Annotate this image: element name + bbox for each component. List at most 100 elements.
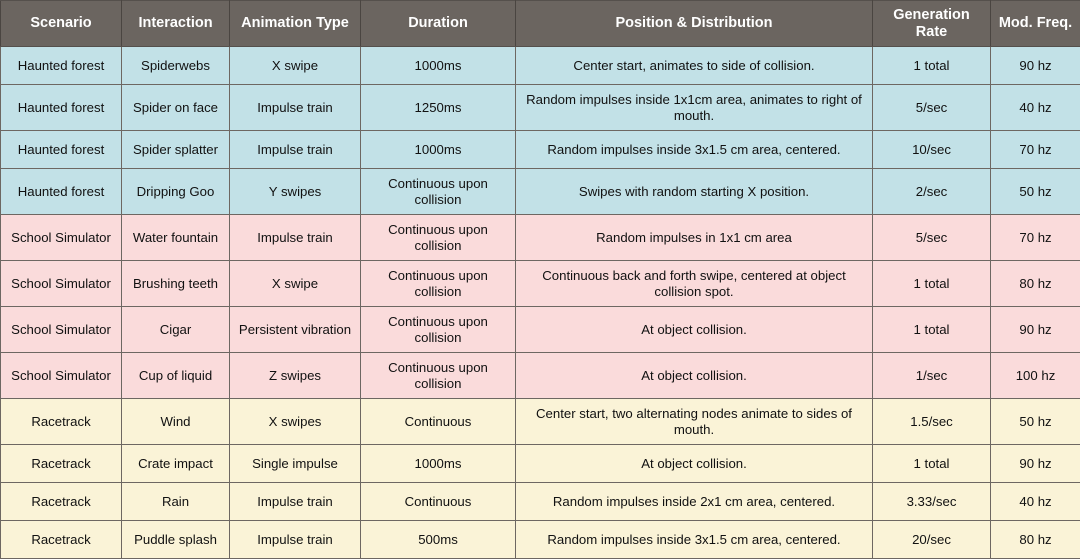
cell-animation: Impulse train <box>230 483 361 521</box>
cell-interaction: Water fountain <box>122 215 230 261</box>
cell-modfreq: 50 hz <box>991 169 1080 215</box>
cell-interaction: Spiderwebs <box>122 47 230 85</box>
cell-genrate: 1 total <box>873 307 991 353</box>
cell-animation: Single impulse <box>230 445 361 483</box>
column-header-genrate[interactable]: Generation Rate <box>873 1 991 47</box>
cell-interaction: Crate impact <box>122 445 230 483</box>
cell-animation: Impulse train <box>230 521 361 559</box>
cell-modfreq: 40 hz <box>991 85 1080 131</box>
cell-duration: Continuous upon collision <box>361 307 516 353</box>
cell-duration: Continuous upon collision <box>361 261 516 307</box>
cell-scenario: Haunted forest <box>1 85 122 131</box>
cell-interaction: Spider splatter <box>122 131 230 169</box>
cell-duration: 500ms <box>361 521 516 559</box>
cell-modfreq: 50 hz <box>991 399 1080 445</box>
cell-modfreq: 100 hz <box>991 353 1080 399</box>
cell-scenario: School Simulator <box>1 215 122 261</box>
cell-animation: Impulse train <box>230 85 361 131</box>
cell-position: Center start, two alternating nodes anim… <box>516 399 873 445</box>
cell-position: Random impulses inside 1x1cm area, anima… <box>516 85 873 131</box>
cell-position: Random impulses inside 2x1 cm area, cent… <box>516 483 873 521</box>
cell-scenario: Haunted forest <box>1 131 122 169</box>
cell-genrate: 1.5/sec <box>873 399 991 445</box>
cell-duration: 1000ms <box>361 131 516 169</box>
cell-genrate: 3.33/sec <box>873 483 991 521</box>
cell-position: Continuous back and forth swipe, centere… <box>516 261 873 307</box>
cell-position: Swipes with random starting X position. <box>516 169 873 215</box>
cell-interaction: Spider on face <box>122 85 230 131</box>
cell-interaction: Brushing teeth <box>122 261 230 307</box>
cell-genrate: 10/sec <box>873 131 991 169</box>
cell-scenario: School Simulator <box>1 307 122 353</box>
column-header-scenario[interactable]: Scenario <box>1 1 122 47</box>
cell-position: At object collision. <box>516 307 873 353</box>
cell-duration: Continuous <box>361 483 516 521</box>
cell-position: Random impulses inside 3x1.5 cm area, ce… <box>516 131 873 169</box>
cell-scenario: Haunted forest <box>1 47 122 85</box>
column-header-modfreq[interactable]: Mod. Freq. <box>991 1 1080 47</box>
cell-modfreq: 70 hz <box>991 131 1080 169</box>
cell-duration: Continuous upon collision <box>361 353 516 399</box>
cell-genrate: 1 total <box>873 445 991 483</box>
column-header-position[interactable]: Position & Distribution <box>516 1 873 47</box>
cell-interaction: Puddle splash <box>122 521 230 559</box>
cell-genrate: 1 total <box>873 47 991 85</box>
cell-scenario: School Simulator <box>1 353 122 399</box>
cell-modfreq: 70 hz <box>991 215 1080 261</box>
cell-interaction: Rain <box>122 483 230 521</box>
cell-genrate: 1/sec <box>873 353 991 399</box>
cell-position: At object collision. <box>516 353 873 399</box>
cell-duration: Continuous <box>361 399 516 445</box>
cell-scenario: Racetrack <box>1 445 122 483</box>
column-header-animation[interactable]: Animation Type <box>230 1 361 47</box>
cell-animation: Y swipes <box>230 169 361 215</box>
cell-animation: X swipes <box>230 399 361 445</box>
cell-duration: 1000ms <box>361 47 516 85</box>
cell-modfreq: 80 hz <box>991 521 1080 559</box>
cell-genrate: 1 total <box>873 261 991 307</box>
cell-interaction: Cup of liquid <box>122 353 230 399</box>
cell-interaction: Wind <box>122 399 230 445</box>
cell-genrate: 20/sec <box>873 521 991 559</box>
cell-position: Random impulses inside 3x1.5 cm area, ce… <box>516 521 873 559</box>
cell-animation: X swipe <box>230 261 361 307</box>
cell-interaction: Dripping Goo <box>122 169 230 215</box>
cell-modfreq: 90 hz <box>991 445 1080 483</box>
cell-duration: Continuous upon collision <box>361 215 516 261</box>
cell-scenario: School Simulator <box>1 261 122 307</box>
cell-scenario: Haunted forest <box>1 169 122 215</box>
cell-scenario: Racetrack <box>1 521 122 559</box>
cell-genrate: 5/sec <box>873 85 991 131</box>
cell-animation: Impulse train <box>230 131 361 169</box>
cell-genrate: 5/sec <box>873 215 991 261</box>
cell-animation: X swipe <box>230 47 361 85</box>
column-header-duration[interactable]: Duration <box>361 1 516 47</box>
column-header-interaction[interactable]: Interaction <box>122 1 230 47</box>
cell-modfreq: 40 hz <box>991 483 1080 521</box>
cell-animation: Impulse train <box>230 215 361 261</box>
cell-position: Center start, animates to side of collis… <box>516 47 873 85</box>
cell-scenario: Racetrack <box>1 483 122 521</box>
cell-modfreq: 90 hz <box>991 307 1080 353</box>
cell-position: At object collision. <box>516 445 873 483</box>
cell-modfreq: 80 hz <box>991 261 1080 307</box>
cell-animation: Persistent vibration <box>230 307 361 353</box>
cell-modfreq: 90 hz <box>991 47 1080 85</box>
cell-duration: 1250ms <box>361 85 516 131</box>
